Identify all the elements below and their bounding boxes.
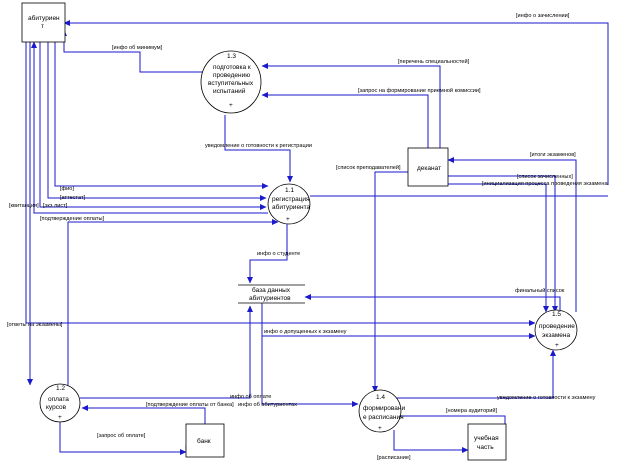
flow-info-enrolled <box>63 20 609 185</box>
flow-room-numbers <box>391 413 506 424</box>
flow-receipt <box>39 40 267 210</box>
label-pay-request: [запрос об оплате] <box>97 433 146 439</box>
label-init-exam: [инициализация процесса проведения экзам… <box>482 181 608 187</box>
process-1-1-line1: регистрация <box>272 196 310 203</box>
flow-exam-answers <box>25 42 536 326</box>
datastore-line2: абитуриентов <box>249 294 291 302</box>
label-pay-confirm: [подтверждение оплаты] <box>40 216 104 222</box>
label-request-commission: [запрос на формирование приемной комисси… <box>358 87 481 94</box>
entity-bank-label: банк <box>197 437 211 445</box>
entity-applicant-line2: т <box>41 23 44 30</box>
process-1-3-line3: вступительных <box>208 80 254 87</box>
flow-request-commission <box>261 92 429 150</box>
entity-dean[interactable]: деканат <box>407 147 449 187</box>
entity-academic-line2: часть <box>477 444 494 451</box>
process-1-2-line1: оплата <box>48 396 69 403</box>
process-1-3-mark: + <box>229 102 233 109</box>
flow-notify-ready-reg <box>224 115 293 183</box>
process-1-4-line2: е расписания <box>363 414 404 421</box>
process-1-3[interactable]: 1.3 подготовка к проведению вступительны… <box>200 50 262 114</box>
process-1-2-line2: курсов <box>46 404 67 411</box>
entity-bank[interactable]: банк <box>185 423 225 458</box>
process-1-5[interactable]: 1.5 проведение экзамена + <box>534 309 578 351</box>
entity-applicant-line1: абитуриен <box>28 14 60 22</box>
label-admitted-info: инфо о допущенных к экзамену <box>264 329 347 335</box>
label-certificate: [аттестат] <box>60 195 86 201</box>
label-teacher-list: [список преподавателей] <box>336 164 401 171</box>
flow-student-info <box>247 222 288 284</box>
flow-bank-confirm <box>81 405 206 424</box>
process-1-5-mark: + <box>555 342 559 349</box>
flow-enrolled-list <box>448 175 558 313</box>
flow-teacher-list <box>372 171 408 393</box>
label-notify-ready-exam: уведомление о готовности к экзамену <box>497 395 596 401</box>
label-info-min: [инфо об минимум] <box>112 45 163 51</box>
flow-final-list <box>304 294 561 313</box>
label-bank-confirm: [подтверждение оплаты от банка] <box>146 402 234 408</box>
process-1-1-num: 1.1 <box>285 187 294 194</box>
flow-info-min <box>61 29 203 73</box>
process-1-2-mark: + <box>58 414 62 421</box>
flow-spec-list <box>261 63 441 150</box>
entity-academic-line1: учебная <box>474 434 499 442</box>
flow-notify-ready-exam <box>392 349 556 399</box>
label-enrolled-list: [список зачисленных] <box>517 174 573 180</box>
process-1-3-line4: испытаний <box>213 87 246 95</box>
flow-pay-confirm <box>67 219 279 385</box>
label-exam-sheet: [экз лист] <box>43 203 68 209</box>
entity-academic[interactable]: учебная часть <box>467 423 507 461</box>
process-1-2[interactable]: 1.2 оплата курсов + <box>39 383 81 423</box>
label-fio: [фио] <box>60 186 74 192</box>
flow-exam-results <box>447 157 577 312</box>
process-1-3-line1: подготовка к <box>213 64 251 71</box>
label-exam-answers: [ответы на экзамены] <box>7 322 63 328</box>
entity-applicant[interactable]: абитуриен т <box>21 2 66 43</box>
label-receipt: [квитанция] <box>9 203 39 209</box>
label-spec-list: [перечень специальностей] <box>398 58 470 65</box>
flow-init-exam <box>448 183 549 313</box>
process-1-1-mark: + <box>286 216 290 223</box>
label-schedule: [расписание] <box>377 455 411 461</box>
label-pay-info: инфо об оплате <box>230 394 271 400</box>
flow-fio <box>54 40 269 189</box>
flow-pay-info <box>80 305 253 399</box>
datastore-applicants[interactable]: база данных абитуриентов <box>238 284 305 304</box>
entity-dean-label: деканат <box>417 165 441 172</box>
process-1-5-num: 1.5 <box>552 311 561 318</box>
process-1-1-line2: абитуриента <box>272 203 311 211</box>
flow-certificate <box>47 40 267 201</box>
label-applicants-info: инфо об абитуриентах <box>238 402 297 408</box>
label-info-enrolled: [инфо о зачислении] <box>516 13 570 19</box>
label-exam-results: [итоги экзаменов] <box>530 152 576 158</box>
process-1-2-num: 1.2 <box>56 385 65 392</box>
process-1-4-line1: формировани <box>363 405 405 412</box>
label-room-numbers: [номера аудиторий] <box>446 407 498 414</box>
process-1-3-line2: проведению <box>213 72 250 79</box>
label-final-list: финальный список <box>515 287 565 294</box>
label-notify-ready-reg: уведомление о готовности к регистрации <box>205 143 312 149</box>
process-1-5-line2: экзамена <box>542 332 571 339</box>
flow-schedule <box>393 430 469 453</box>
process-1-4-num: 1.4 <box>376 394 385 401</box>
flow-applicants-info <box>261 306 359 407</box>
process-1-1[interactable]: 1.1 регистрация абитуриента + <box>267 183 311 225</box>
label-student-info: инфо о студенте <box>257 251 300 257</box>
flow-exam-sheet <box>31 41 268 214</box>
process-1-4[interactable]: 1.4 формировани е расписания + <box>358 389 405 433</box>
process-1-4-mark: + <box>378 425 382 432</box>
process-1-5-line1: проведение <box>539 323 575 330</box>
process-1-3-num: 1.3 <box>227 53 236 60</box>
datastore-line1: база данных <box>252 286 291 294</box>
